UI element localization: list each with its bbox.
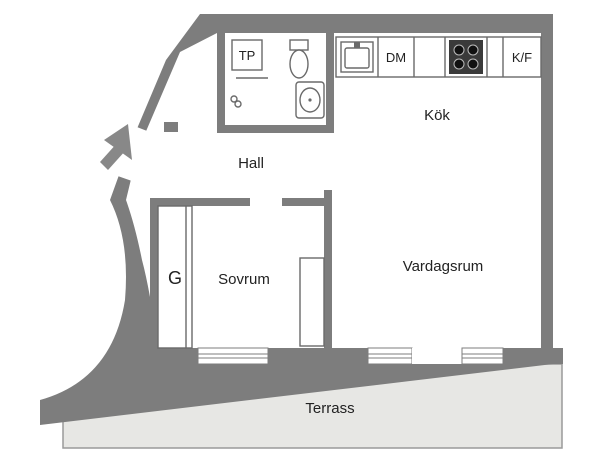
hall-bedroom-wall-left — [150, 198, 250, 206]
terrace-door-opening — [412, 348, 462, 364]
washer — [231, 39, 263, 71]
bedroom-living-wall — [324, 190, 332, 350]
bathroom-west-wall — [217, 33, 225, 133]
shower-valve-icon — [230, 95, 242, 108]
toilet-icon — [289, 39, 309, 79]
kitchen-sink-icon — [340, 41, 374, 73]
room-label-hall: Hall — [238, 155, 264, 172]
hall-bedroom-wall-right — [282, 198, 332, 206]
stove-icon — [449, 40, 483, 74]
room-label-terrace: Terrass — [305, 400, 354, 417]
living-window-left — [367, 347, 413, 365]
wardrobe-label: G — [168, 268, 182, 288]
fridge-freezer-label: K/F — [512, 50, 532, 65]
hall-stub-wall — [164, 122, 178, 132]
bedroom-shelf — [299, 257, 325, 347]
entrance-arrow-icon — [100, 124, 132, 170]
dishwasher-label: DM — [386, 50, 406, 65]
bathroom-south-wall — [217, 125, 334, 133]
south-wall-1 — [150, 348, 198, 364]
room-label-kitchen: Kök — [424, 107, 450, 124]
room-label-bedroom: Sovrum — [218, 271, 270, 288]
south-wall-3 — [503, 348, 563, 364]
sink-icon — [295, 81, 325, 119]
south-wall-2 — [268, 348, 368, 364]
bedroom-window — [197, 347, 269, 365]
bathroom-east-wall — [326, 33, 334, 133]
room-label-living-room: Vardagsrum — [403, 258, 484, 275]
living-window-right — [461, 347, 504, 365]
washer-label: TP — [239, 48, 256, 63]
bedroom-west-wall — [150, 198, 158, 350]
interior-floor — [126, 33, 541, 348]
